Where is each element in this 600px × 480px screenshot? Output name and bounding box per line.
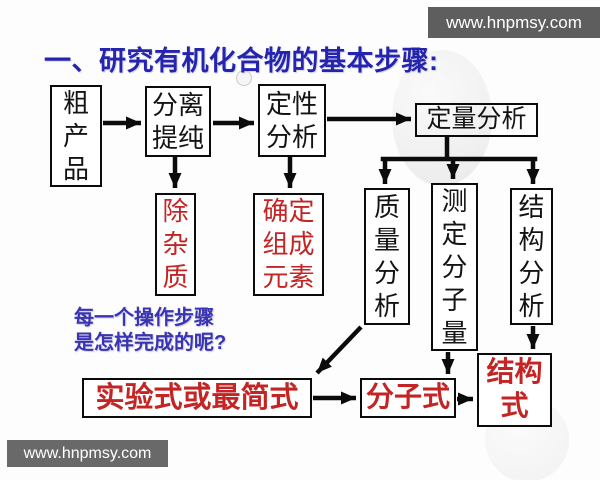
- box-structural-formula: 结构 式: [477, 353, 552, 427]
- box-qualitative-analysis: 定性 分析: [258, 84, 326, 157]
- box-crude-product: 粗 产 品: [50, 85, 102, 187]
- slide-title: 一、研究有机化合物的基本步骤:: [44, 46, 439, 76]
- watermark-bottom-text: www.hnpmsy.com: [23, 444, 152, 462]
- box-separate-purify: 分离 提纯: [145, 86, 211, 157]
- box-quantitative-analysis: 定量分析: [415, 103, 538, 137]
- watermark-top-right: www.hnpmsy.com: [428, 7, 600, 38]
- box-determine-elements: 确定 组成 元素: [253, 193, 324, 296]
- watermark-bottom-left: www.hnpmsy.com: [7, 440, 168, 467]
- question-text: 每一个操作步骤 是怎样完成的呢?: [74, 307, 227, 354]
- box-empirical-formula: 实验式或最简式: [82, 378, 312, 418]
- box-mass-analysis: 质 量 分 析: [364, 188, 410, 325]
- box-structure-analysis: 结 构 分 析: [510, 188, 553, 325]
- watermark-top-text: www.hnpmsy.com: [446, 12, 582, 32]
- box-molecular-formula: 分子式: [360, 378, 456, 418]
- arrow-mass-to-empirical: [315, 325, 363, 375]
- box-measure-molecular-weight: 测 定 分 子 量: [431, 183, 478, 351]
- box-remove-impurity: 除 杂 质: [155, 193, 196, 296]
